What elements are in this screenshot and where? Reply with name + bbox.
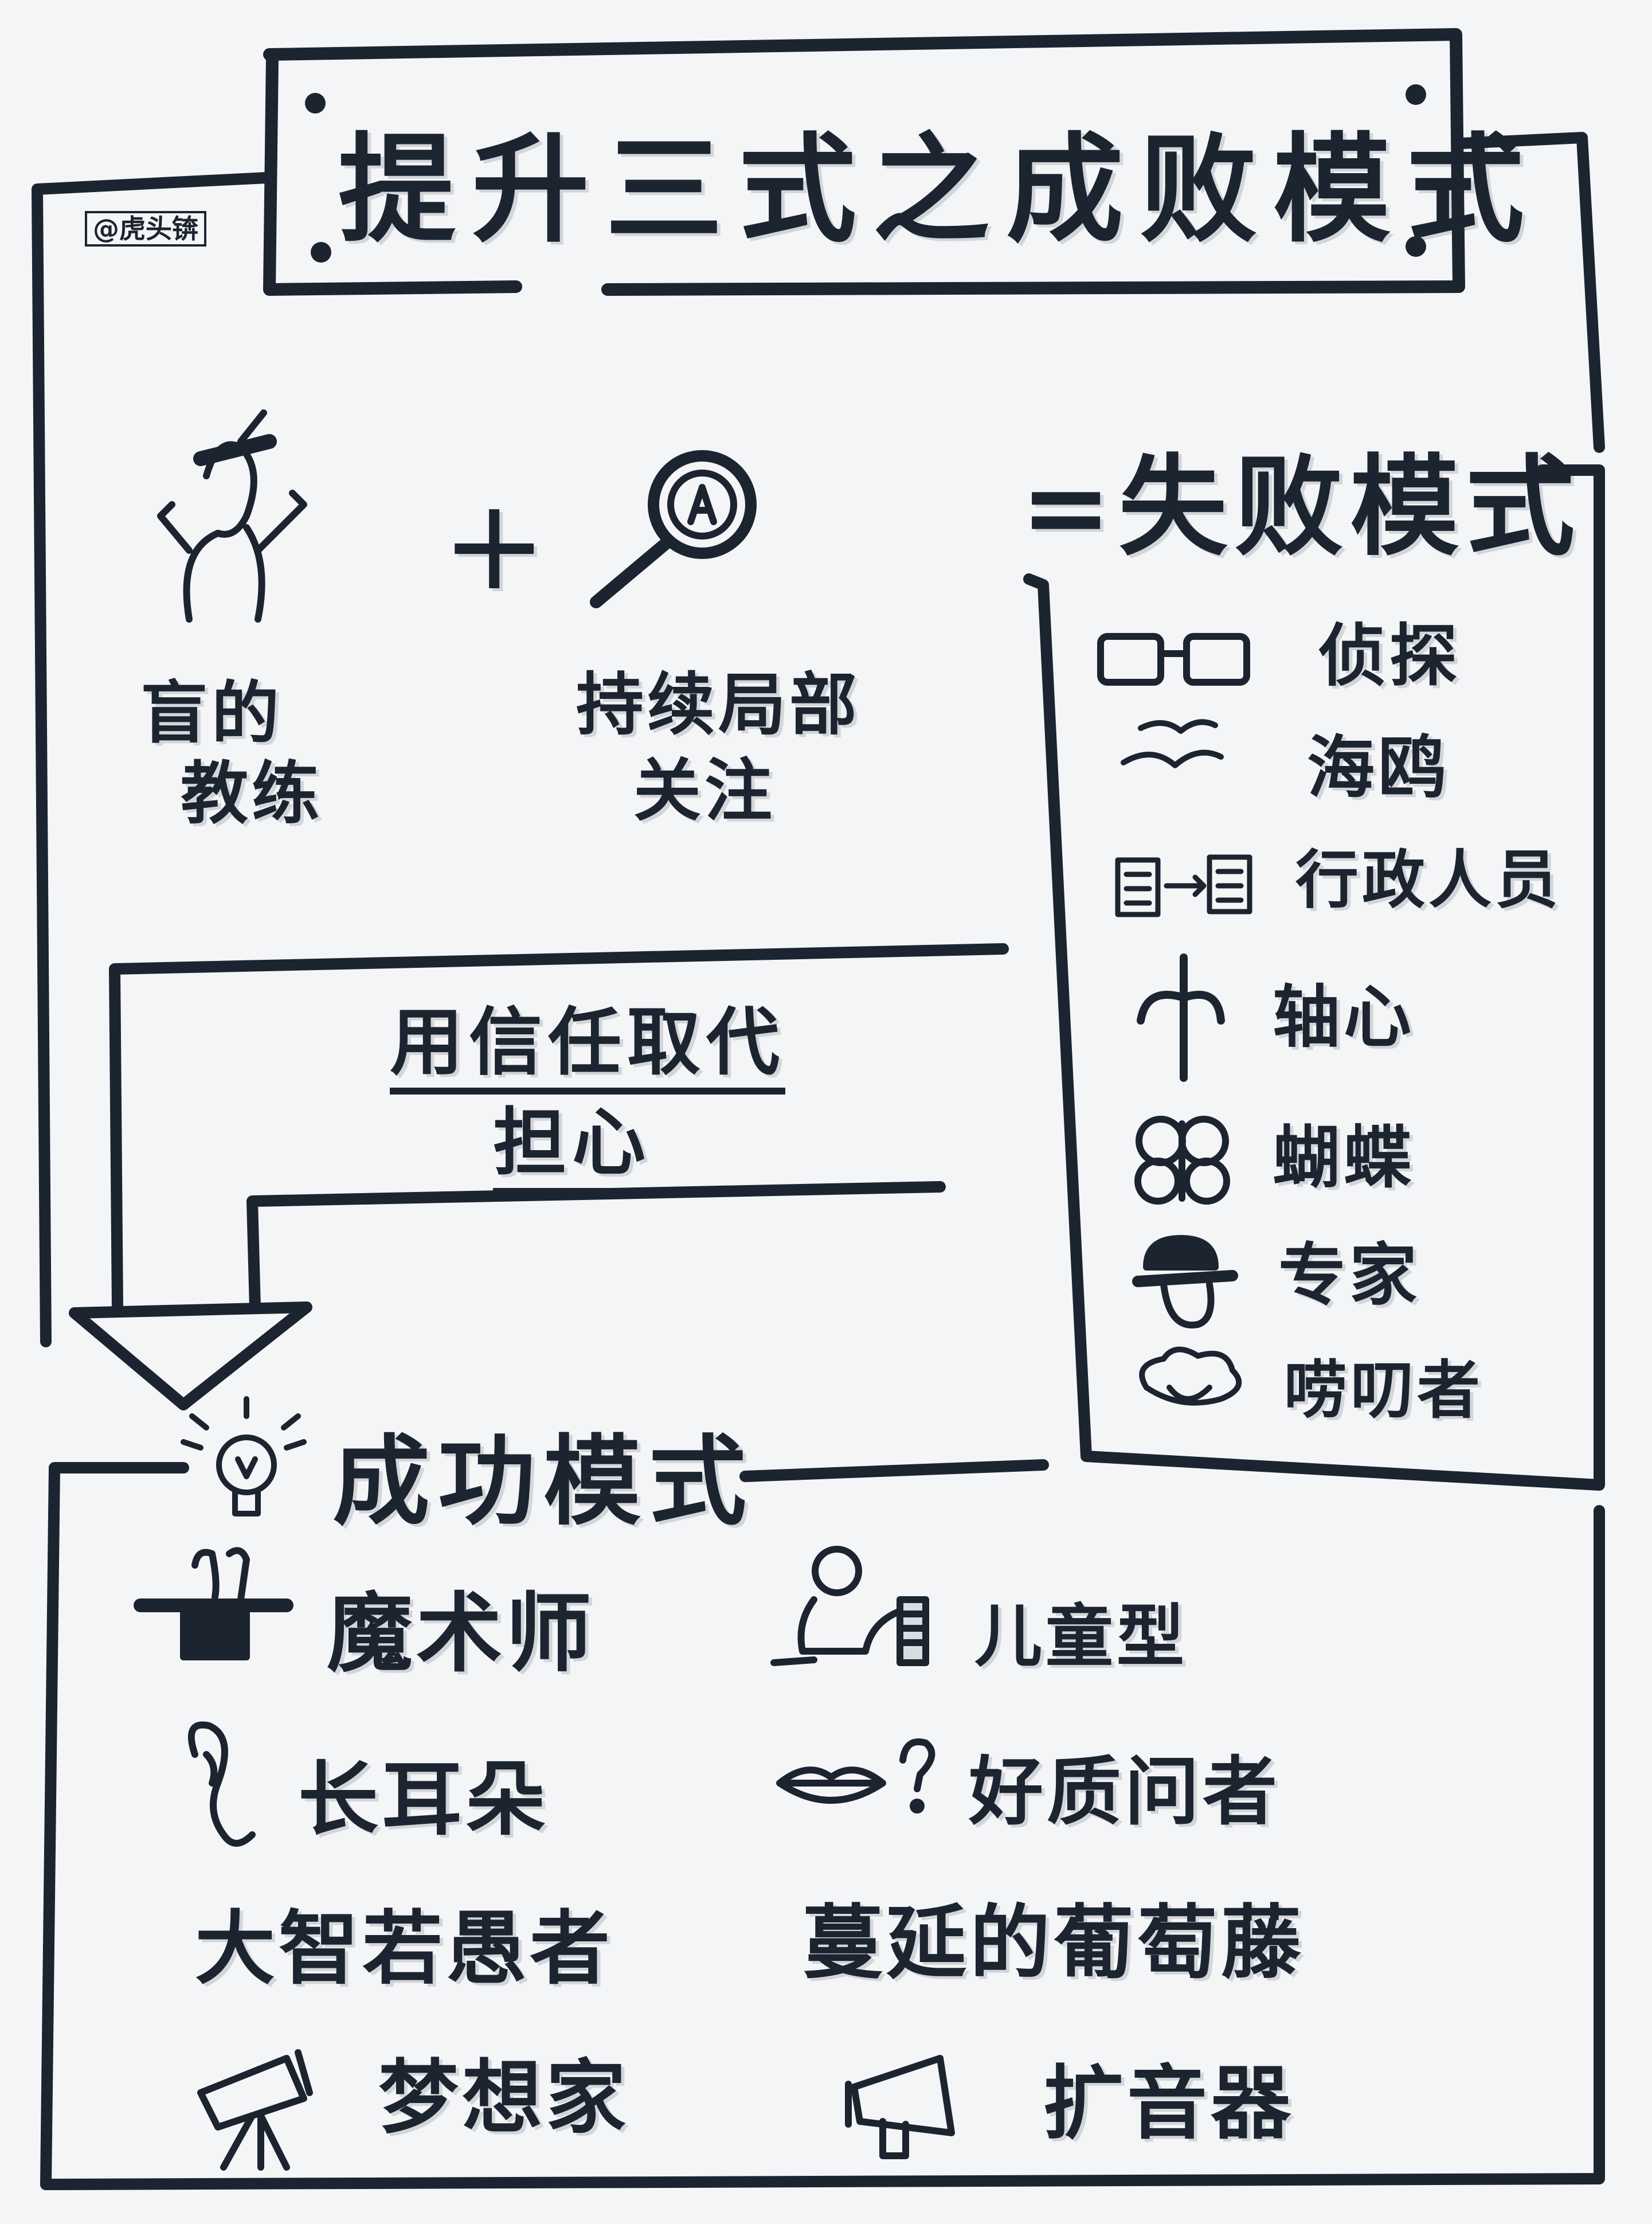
axis-icon [1137, 953, 1225, 1082]
failure-item-expert: 专家 [1278, 1236, 1421, 1315]
success-item-dreamer: 梦想家 [378, 2051, 630, 2145]
success-item-questioner: 好质问者 [969, 1748, 1281, 1835]
hat-icon [1132, 1235, 1238, 1329]
success-item-child: 儿童型 [974, 1597, 1188, 1676]
success-item-magician: 魔术师 [327, 1584, 596, 1684]
glasses-icon [1097, 633, 1250, 686]
failure-mode-title: =失败模式 [1020, 444, 1582, 570]
blindfolded-person-icon [157, 409, 307, 623]
author-signature: @虎头锛 [85, 211, 206, 247]
failure-item-detective: 侦探 [1318, 616, 1461, 695]
page-title: 提升三式之成败模式 [338, 122, 1540, 259]
success-item-long-ears: 长耳朵 [298, 1753, 550, 1847]
success-box [40, 1459, 1605, 2190]
flow-arrow [69, 943, 1009, 1410]
seagull-icon [1121, 719, 1224, 768]
lightbulb-icon [181, 1396, 307, 1516]
failure-item-seagull: 海鸥 [1307, 728, 1450, 807]
success-mode-title: 成功模式 [332, 1425, 755, 1539]
cloud-icon [1139, 1346, 1242, 1406]
failure-item-nagger: 唠叨者 [1284, 1354, 1483, 1427]
failure-box [1023, 464, 1605, 1491]
lips-question-icon [776, 1738, 935, 1813]
outer-frame-lines [32, 132, 1605, 1347]
success-item-wise-fool: 大智若愚者 [195, 1902, 614, 1996]
ear-icon [187, 1721, 256, 1847]
megaphone-icon [845, 2055, 955, 2159]
coach-label-line1: 盲的 [140, 674, 283, 753]
focus-label-line2: 关注 [633, 751, 776, 830]
document-transfer-icon [1115, 854, 1252, 917]
failure-item-admin: 行政人员 [1295, 843, 1561, 917]
telescope-icon [197, 2049, 313, 2171]
success-item-megaphone: 扩音器 [1043, 2057, 1295, 2151]
title-frame [263, 28, 1465, 296]
transition-line2: 担心 [493, 1107, 652, 1195]
success-item-grapevine: 蔓延的葡萄藤 [802, 1897, 1305, 1990]
focus-label-line1: 持续局部 [576, 665, 861, 744]
plus-sign: + [441, 471, 547, 618]
butterfly-icon [1134, 1116, 1230, 1205]
magician-hat-icon [134, 1547, 293, 1660]
coach-label-line2: 教练 [181, 754, 323, 833]
failure-item-axis: 轴心 [1273, 978, 1415, 1057]
failure-item-butterfly: 蝴蝶 [1273, 1118, 1415, 1197]
magnifying-glass-icon [590, 450, 757, 608]
child-blocks-icon [770, 1546, 929, 1666]
transition-line1: 用信任取代 [390, 1006, 786, 1095]
